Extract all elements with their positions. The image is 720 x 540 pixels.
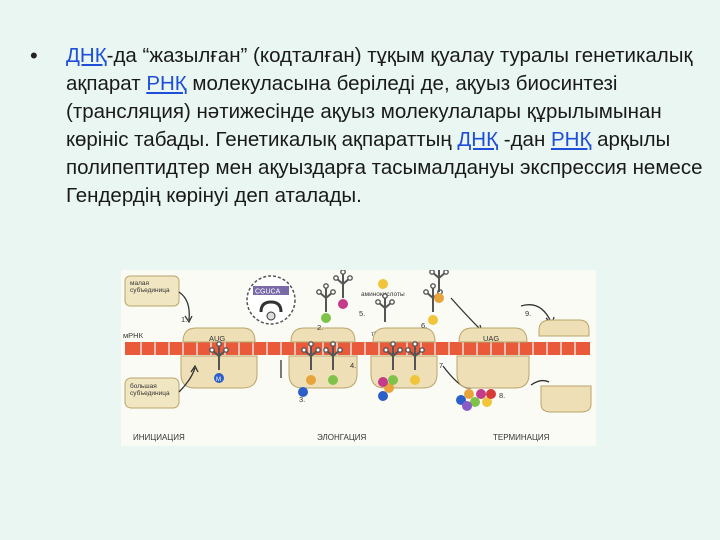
amino-acid-dot: [328, 375, 338, 385]
step7-label: 7.: [439, 361, 445, 370]
step2-label: 2.: [317, 323, 323, 332]
text-segment: молекуласына беріледі де, ақуыз биосинте…: [66, 72, 662, 151]
link-dnk[interactable]: ДНҚ: [66, 44, 107, 67]
met-label: M: [216, 377, 221, 383]
codon-start-label: AUG: [209, 334, 225, 343]
mrna-label: мРНК: [123, 331, 144, 340]
trna-icon: [374, 292, 396, 323]
ribosome-initiation: [180, 327, 258, 389]
released-polypeptide: [456, 389, 496, 411]
trna-free-icon: [315, 282, 337, 313]
step3-label: 3.: [299, 395, 305, 404]
text-segment: -дан: [498, 128, 551, 151]
text-segment: -да “жазылған” (кодталған) тұқым қуалау …: [66, 44, 693, 95]
step9-label: 9.: [525, 309, 531, 318]
bullet-paragraph: ДНҚ-да “жазылған” (кодталған) тұқым қуал…: [66, 42, 706, 210]
amino-acid-dot: [298, 387, 308, 397]
codon-bubble: CGUCA: [246, 275, 296, 325]
amino-acid-dot: [321, 313, 331, 323]
phase-initiation: ИНИЦИАЦИЯ: [133, 433, 185, 442]
step5-label: 5.: [359, 309, 365, 318]
step1-label: 1.: [181, 315, 187, 324]
phase-termination: ТЕРМИНАЦИЯ: [493, 433, 550, 442]
amino-acid-dot: [428, 315, 438, 325]
separated-subunits: [538, 319, 592, 413]
ribosome-elongation-1: [288, 327, 358, 389]
text-segment: арқылы полипептидтер мен ақуыздарға тасы…: [66, 128, 703, 207]
amino-acid-dot: [434, 293, 444, 303]
amino-acid-dot: [338, 299, 348, 309]
amino-acid-dot: [378, 279, 388, 289]
step8-label: 8.: [499, 391, 505, 400]
link-rnk[interactable]: РНҚ: [550, 128, 592, 151]
methionine-icon: [214, 373, 224, 383]
phase-elongation: ЭЛОНГАЦИЯ: [317, 433, 367, 442]
codon-bubble-label: CGUCA: [255, 289, 281, 296]
amino-acid-dot: [306, 375, 316, 385]
link-rnk[interactable]: РНҚ: [146, 72, 187, 95]
ribosome-termination: [456, 327, 530, 389]
polypeptide-chain: [378, 375, 420, 401]
trna-free-icon: [332, 270, 354, 299]
step4-label: 4.: [350, 361, 356, 370]
link-dnk[interactable]: ДНҚ: [457, 128, 499, 151]
codon-stop-label: UAG: [483, 334, 499, 343]
mrna-strand: [125, 342, 590, 355]
bullet-marker: •: [30, 43, 38, 68]
step6-label: 6.: [421, 321, 427, 330]
